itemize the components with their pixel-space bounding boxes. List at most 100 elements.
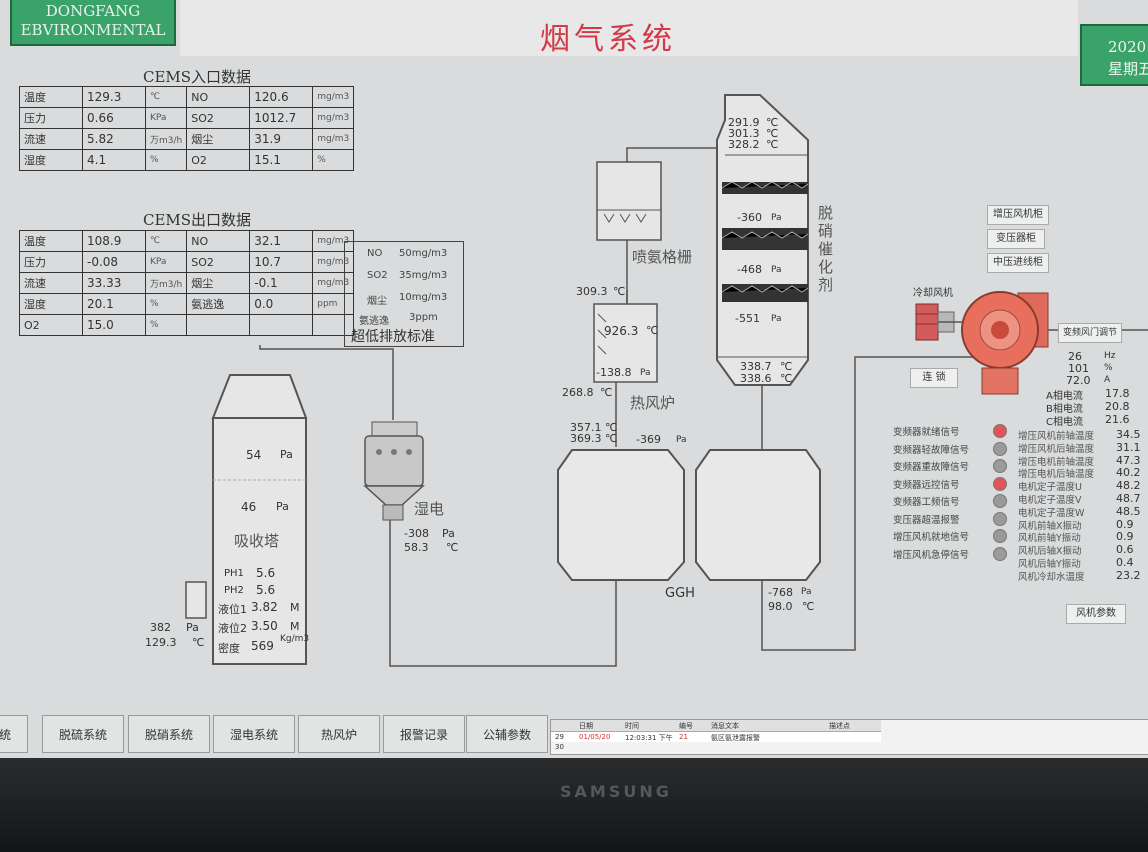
monitor-brand: SAMSUNG xyxy=(560,782,672,801)
booster-fan-cabinet-button[interactable]: 增压风机柜 xyxy=(987,205,1049,225)
std-nh3-label: 氨逃逸 xyxy=(359,316,389,327)
fan-temp-value: 0.4 xyxy=(1116,556,1134,569)
scr-pressure-3-unit: Pa xyxy=(771,314,782,324)
fan-temp-label: 电机定子温度V xyxy=(1018,495,1082,506)
ggh-label: GGH xyxy=(665,586,695,601)
alarm-row-index: 29 xyxy=(555,733,564,741)
scr-pressure-3: -551 xyxy=(735,312,760,325)
tab-wesp[interactable]: 湿电系统 xyxy=(213,715,295,753)
scr-temp-2: 301.3 xyxy=(728,127,760,140)
signal-row: 变压器超温报警 xyxy=(893,511,1011,527)
transformer-cabinet-button[interactable]: 变压器柜 xyxy=(987,229,1045,249)
cems-label xyxy=(186,314,251,336)
cems-value: 15.1 xyxy=(249,149,314,171)
density-value: 569 xyxy=(251,639,274,653)
ggh-pressure-unit: Pa xyxy=(676,435,687,445)
fan-temp-label: 风机冷却水温度 xyxy=(1018,571,1085,583)
tab-system[interactable]: 系统 xyxy=(0,715,28,753)
signal-label: 变频器工频信号 xyxy=(893,497,960,508)
status-led-icon xyxy=(993,511,1007,526)
absorber-inlet-pressure-unit: Pa xyxy=(186,621,199,634)
alarm-window[interactable]: 日期 时间 编号 消息文本 描述点 29 01/05/20 12:03:31 下… xyxy=(550,719,1148,755)
ph2-label: PH2 xyxy=(224,585,244,596)
phase-a-current: 17.8 xyxy=(1105,387,1130,400)
date-box: 2020 星期五 xyxy=(1080,24,1148,86)
process-diagram xyxy=(185,94,1148,667)
tab-denitrification[interactable]: 脱硝系统 xyxy=(128,715,210,753)
tab-desulfurization[interactable]: 脱硫系统 xyxy=(42,715,124,753)
status-led-icon xyxy=(993,459,1007,473)
scr-reactor xyxy=(716,94,809,386)
logo-line-1: DONGFANG xyxy=(45,2,141,20)
mv-incoming-cabinet-button[interactable]: 中压进线柜 xyxy=(987,253,1049,273)
tab-hot-air-furnace[interactable]: 热风炉 xyxy=(298,715,380,753)
ggh-temp-1: 357.1 xyxy=(570,421,602,434)
ggh-pressure: -369 xyxy=(636,433,661,446)
furnace-pressure: -138.8 xyxy=(596,366,632,379)
signal-row: 变频器重故障信号 xyxy=(893,458,1011,474)
level2-value: 3.50 xyxy=(251,619,278,633)
monitor-bezel xyxy=(0,758,1148,852)
alarm-row[interactable]: 29 01/05/20 12:03:31 下午 21 氨区氨泄露报警 xyxy=(551,732,881,742)
fan-temp-value: 48.5 xyxy=(1116,504,1141,518)
cems-value: 32.1 xyxy=(249,230,314,252)
fan-params-button[interactable]: 风机参数 xyxy=(1066,604,1126,624)
fan-temp-value: 31.1 xyxy=(1116,440,1141,454)
std-so2-value: 35mg/m3 xyxy=(399,270,448,281)
fan-current: 72.0 xyxy=(1066,374,1091,387)
tab-alarm-log[interactable]: 报警记录 xyxy=(383,715,465,753)
fan-frequency-unit: Hz xyxy=(1104,351,1116,361)
ggh-temp-2: 369.3 xyxy=(570,432,602,445)
std-so2-label: SO2 xyxy=(367,270,388,281)
density-unit: Kg/m3 xyxy=(280,634,310,644)
alarm-header-state: 描述点 xyxy=(829,722,850,730)
fan-temp-label: 电机定子温度U xyxy=(1018,482,1082,494)
vfd-damper-button[interactable]: 变频风门调节 xyxy=(1058,323,1122,343)
tab-auxiliary-params[interactable]: 公辅参数 xyxy=(466,715,548,753)
std-dust-label: 烟尘 xyxy=(367,296,387,307)
ammonia-grid-box xyxy=(596,161,662,241)
scr-temp-1: 291.9 xyxy=(728,116,760,129)
absorber-p1: 54 xyxy=(246,448,262,462)
cems-unit: 万m3/h xyxy=(144,128,188,150)
fan-temp-label: 风机前轴X振动 xyxy=(1018,520,1082,532)
furnace-temp: 926.3 xyxy=(604,324,639,338)
alarm-header-number: 编号 xyxy=(679,722,693,730)
fan-frequency: 26 xyxy=(1068,350,1082,363)
absorber-label: 吸收塔 xyxy=(234,532,280,550)
cems-label: 温度 xyxy=(19,230,83,252)
ph2-value: 5.6 xyxy=(256,583,276,597)
furnace-outlet-temp: 268.8 xyxy=(562,386,594,399)
cems-value: 0.66 xyxy=(82,107,146,129)
wesp-unit xyxy=(363,421,425,521)
cems-unit: % xyxy=(144,149,188,171)
ammonia-temp-unit: ℃ xyxy=(613,285,626,298)
cems-label: 压力 xyxy=(19,107,83,129)
interlock-button[interactable]: 连 锁 xyxy=(910,368,958,388)
signal-row: 增压风机就地信号 xyxy=(893,528,1011,544)
cems-value: -0.1 xyxy=(249,272,314,294)
fan-temp-value: 0.9 xyxy=(1116,530,1134,544)
ggh-outlet-pressure-unit: Pa xyxy=(801,587,812,597)
wesp-pressure: -308 xyxy=(404,527,429,540)
fan-temp-label: 风机前轴Y振动 xyxy=(1018,533,1081,545)
cems-label: NO xyxy=(186,86,251,108)
cems-unit: KPa xyxy=(144,107,188,129)
cems-unit: mg/m3 xyxy=(312,86,355,108)
nav-tabbar: 系统 脱硫系统 脱硝系统 湿电系统 热风炉 报警记录 公辅参数 xyxy=(0,715,548,753)
ggh-temp-1-unit: ℃ xyxy=(605,421,618,434)
scr-temp-3-unit: ℃ xyxy=(766,138,779,151)
pipe-absorber-wesp xyxy=(259,345,394,420)
signal-label: 变频器远控信号 xyxy=(893,479,960,491)
hot-air-furnace-box xyxy=(593,303,658,383)
cems-value: 5.82 xyxy=(82,128,146,150)
alarm-row-number: 21 xyxy=(679,733,688,741)
cems-unit: mg/m3 xyxy=(312,107,355,129)
cems-unit: ℃ xyxy=(144,86,188,108)
